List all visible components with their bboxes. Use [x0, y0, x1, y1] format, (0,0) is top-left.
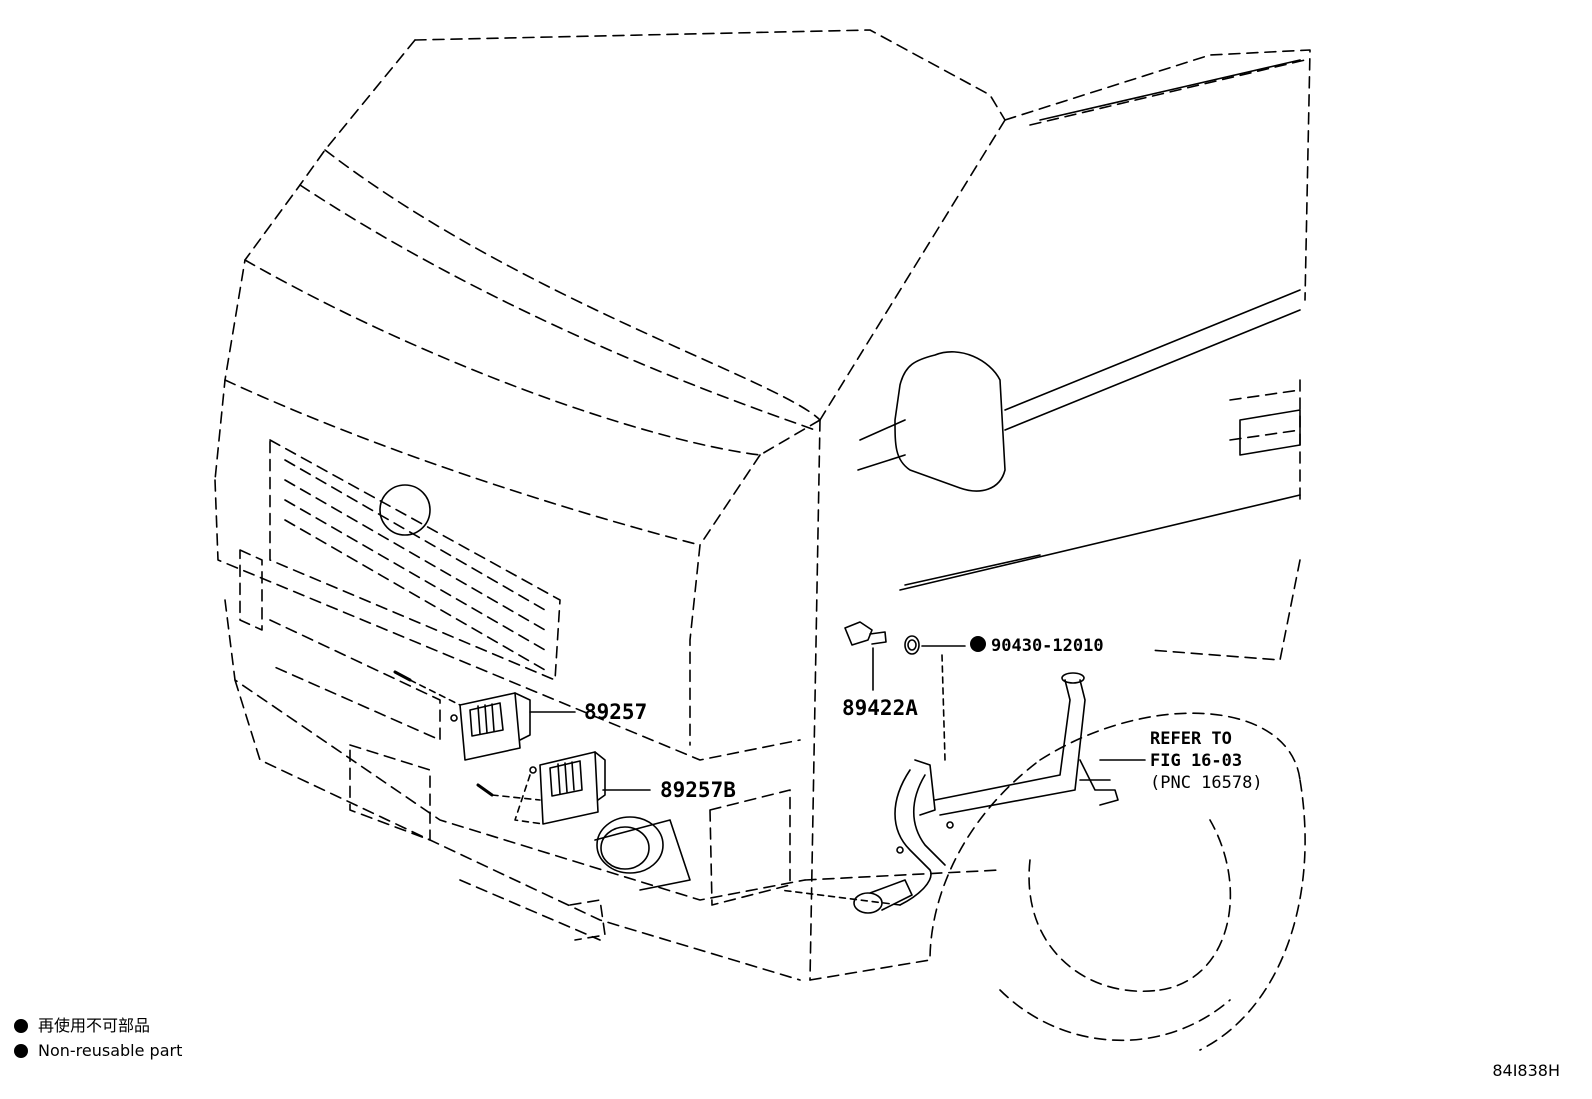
leader-lines	[529, 645, 1146, 791]
reference-line-3: (PNC 16578)	[1150, 773, 1263, 793]
part-label-90430-12010: 90430-12010	[970, 636, 1104, 655]
non-reusable-dot-icon	[14, 1019, 28, 1033]
vehicle-outline	[214, 29, 1311, 1051]
phantom-leaders	[409, 654, 946, 906]
legend-japanese: 再使用不可部品	[14, 1018, 150, 1034]
legend-english: Non-reusable part	[14, 1043, 182, 1059]
part-label-89422a: 89422A	[842, 696, 918, 720]
hose-bracket-drawing	[853, 672, 1119, 914]
figure-code: 84I838H	[1492, 1061, 1560, 1080]
non-reusable-marker-icon	[970, 636, 986, 652]
legend-en-text: Non-reusable part	[38, 1041, 183, 1060]
fog-lamp	[594, 816, 691, 891]
non-reusable-dot-icon	[14, 1044, 28, 1058]
side-mirror	[857, 351, 1006, 492]
part-label-89257: 89257	[584, 700, 648, 724]
part-label-89257b: 89257B	[660, 778, 736, 802]
part-89257b-drawing	[476, 751, 606, 825]
reference-line-2: FIG 16-03	[1150, 751, 1243, 771]
reference-line-1: REFER TO	[1150, 729, 1232, 749]
part-89422a-drawing	[844, 621, 920, 655]
emblem	[379, 484, 431, 536]
part-89257-drawing	[393, 670, 531, 761]
part-number-text: 90430-12010	[991, 636, 1104, 656]
door-window-lines	[899, 59, 1301, 591]
legend-jp-text: 再使用不可部品	[38, 1016, 151, 1035]
